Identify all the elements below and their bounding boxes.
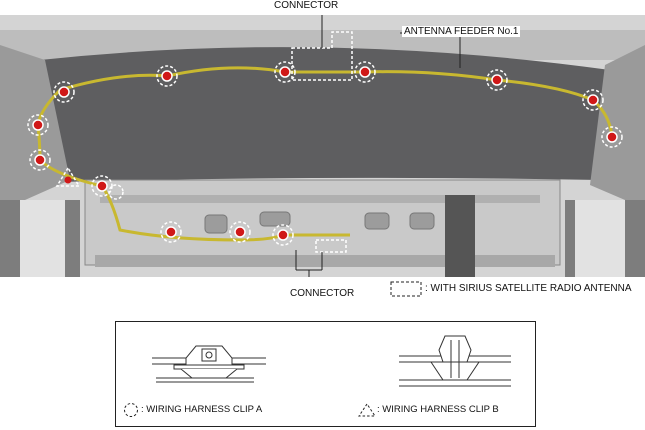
clip-a-symbol-icon bbox=[124, 403, 138, 417]
clip-a-drawing bbox=[152, 345, 266, 383]
connector-bottom-label: CONNECTOR bbox=[290, 288, 355, 299]
clip-b-legend: : WIRING HARNESS CLIP B bbox=[377, 404, 499, 415]
clip-b-symbol-icon bbox=[358, 403, 376, 417]
clip-b-drawing bbox=[399, 335, 511, 387]
sirius-note: : WITH SIRIUS SATELLITE RADIO ANTENNA bbox=[425, 283, 632, 294]
wiring-harness-clips-a bbox=[27, 61, 623, 246]
antenna-feeder-label: ANTENNA FEEDER No.1 bbox=[402, 26, 521, 37]
legend-box: : WIRING HARNESS CLIP A : WIRING HARNESS… bbox=[115, 321, 536, 427]
wiring-harness-clip-b bbox=[55, 166, 81, 187]
sirius-antenna-box bbox=[291, 31, 353, 81]
connector-top-label: CONNECTOR bbox=[274, 0, 339, 11]
headliner bbox=[40, 47, 610, 183]
clip-a-legend: : WIRING HARNESS CLIP A bbox=[141, 404, 263, 415]
roof-wiring-illustration bbox=[0, 15, 645, 277]
dashed-box-icon bbox=[390, 281, 422, 297]
